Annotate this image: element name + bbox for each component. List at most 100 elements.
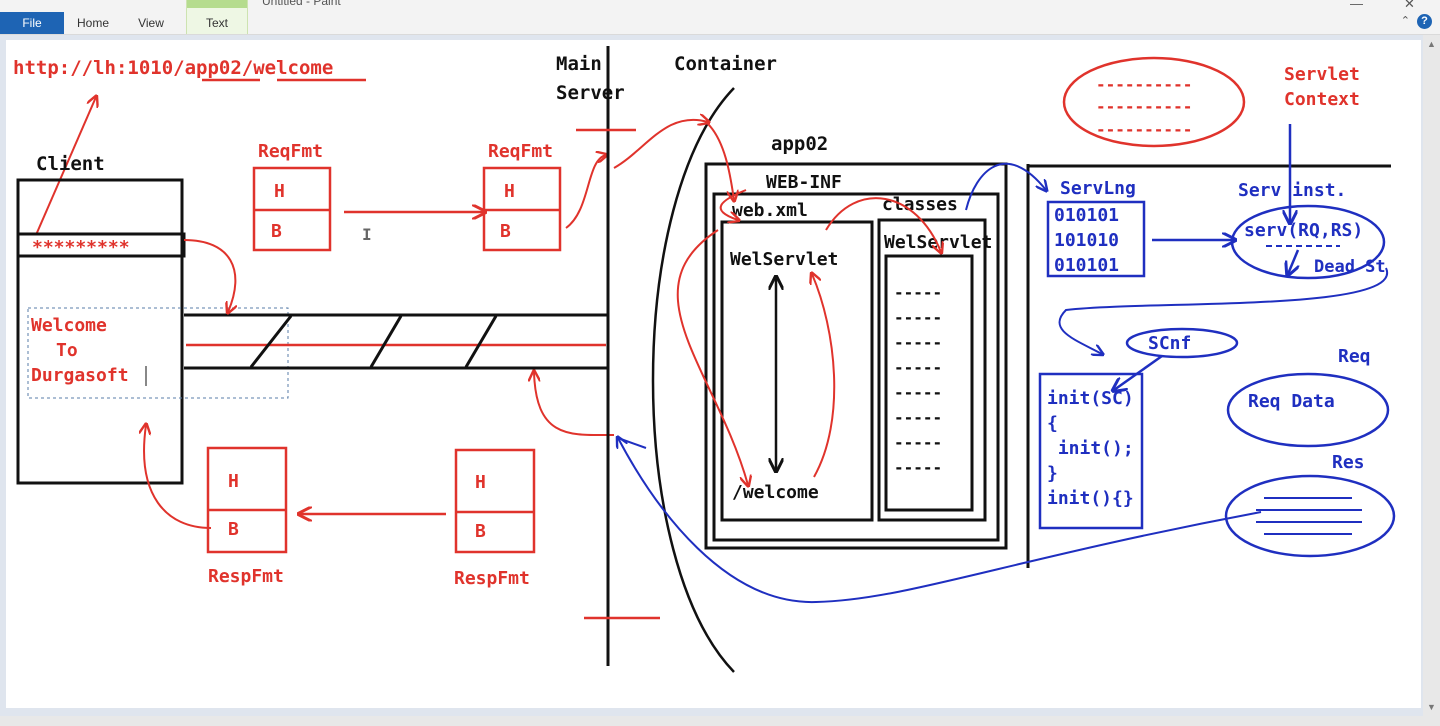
arrow-server-to-container [613, 120, 708, 169]
app-label: app02 [771, 133, 828, 155]
arrow-to-web-inf [705, 121, 734, 200]
web-xml-servlet-name: WelServlet [730, 249, 838, 270]
resp-fmt-box-1 [206, 446, 288, 554]
class-servlet-name: WelServlet [884, 232, 992, 253]
req-label: Req [1338, 346, 1371, 367]
bytecode-line-3: 010101 [1054, 255, 1119, 276]
resp-fmt-label-2: RespFmt [454, 568, 530, 589]
svg-text:-----: ----- [894, 283, 942, 302]
init-line-5: init(){} [1047, 488, 1134, 509]
class-code-box [884, 254, 974, 512]
drawing: http://lh:1010/app02/welcome Client ****… [13, 46, 1396, 673]
class-code-lines: ----- ----- ----- ----- ----- ----- ----… [894, 283, 942, 477]
arrow-response-to-server [618, 438, 1262, 604]
arrow-to-web-xml [719, 189, 747, 220]
svg-text:-----: ----- [894, 358, 942, 377]
container-label: Container [674, 53, 777, 75]
svg-text:-----: ----- [894, 433, 942, 452]
tab-file[interactable]: File [0, 12, 64, 34]
address-stars: ********* [32, 237, 130, 258]
init-line-4: } [1047, 463, 1058, 484]
svg-text:-----: ----- [894, 308, 942, 327]
init-line-3: init(); [1047, 438, 1134, 459]
scroll-down-icon[interactable]: ▼ [1427, 702, 1436, 712]
ribbon: File Home View Text Untitled - Paint — ✕… [0, 0, 1440, 35]
paint-canvas[interactable]: http://lh:1010/app02/welcome Client ****… [6, 40, 1421, 708]
response-arrow-tail [617, 437, 647, 449]
arrow-instance-to-init [1058, 267, 1389, 354]
req-data-label: Req Data [1248, 391, 1335, 412]
serv-inst-label: Serv inst. [1238, 180, 1346, 201]
welcome-line-3: Durgasoft [31, 365, 129, 386]
servlet-instance-ellipse [1230, 204, 1386, 280]
resp-fmt-label-1: RespFmt [208, 566, 284, 587]
init-line-2: { [1047, 413, 1058, 434]
classes-label: classes [882, 194, 958, 215]
classes-box [877, 218, 987, 522]
mouse-ibeam-icon: I [362, 225, 372, 244]
res-content-lines [1256, 497, 1362, 535]
res-label: Res [1332, 452, 1365, 473]
vertical-scrollbar[interactable]: ▲ ▼ [1423, 35, 1440, 726]
svg-text:-----: ----- [894, 458, 942, 477]
web-xml-box [720, 220, 874, 522]
address-bar [16, 232, 186, 258]
welcome-line-1: Welcome [31, 315, 107, 336]
pipe-hatch-3 [464, 315, 498, 368]
svg-text:-----: ----- [894, 333, 942, 352]
web-inf-label: WEB-INF [766, 172, 842, 193]
resp-body-1: B [228, 519, 239, 540]
scroll-up-icon[interactable]: ▲ [1427, 39, 1436, 49]
req-fmt-label-2: ReqFmt [488, 141, 553, 162]
client-box [16, 178, 184, 485]
resp-fmt-box-2 [454, 448, 536, 554]
web-inf-box [712, 192, 1000, 542]
resp-header-1: H [228, 471, 239, 492]
tab-home[interactable]: Home [76, 16, 109, 30]
serv-lng-label: ServLng [1060, 178, 1136, 199]
resp-body-2: B [475, 521, 486, 542]
scnf-ellipse [1125, 327, 1239, 359]
text-tools-header [187, 0, 247, 8]
help-icon[interactable]: ? [1417, 14, 1432, 29]
req-header-1: H [274, 181, 285, 202]
url-text: http://lh:1010/app02/welcome [13, 57, 333, 79]
context-dashes-3: ---------- [1096, 120, 1192, 139]
collapse-ribbon-icon[interactable]: ⌃ [1400, 15, 1410, 27]
web-xml-label: web.xml [732, 200, 808, 221]
bytecode-line-1: 010101 [1054, 205, 1119, 226]
pipe-hatch-2 [369, 315, 403, 368]
dead-st-label: Dead St [1314, 257, 1386, 277]
arrow-req-to-server [565, 155, 606, 229]
servlet-context-label-1: Servlet [1284, 64, 1360, 85]
bytecode-box [1046, 200, 1146, 278]
req-body-1: B [271, 221, 282, 242]
init-line-1: init(SC) [1047, 388, 1134, 409]
tab-text[interactable]: Text [186, 0, 248, 34]
init-code-box [1038, 372, 1144, 530]
context-dashes-2: ---------- [1096, 97, 1192, 116]
svg-text:-----: ----- [894, 408, 942, 427]
arrow-to-url-pattern [676, 229, 748, 485]
app-box [704, 162, 1008, 550]
arrow-resp-to-client [144, 425, 212, 529]
horizontal-scrollbar[interactable] [0, 716, 1423, 726]
tab-text-label: Text [205, 16, 228, 30]
tab-view[interactable]: View [138, 16, 164, 30]
serv-call: serv(RQ,RS) [1244, 220, 1363, 241]
window-title: Untitled - Paint [262, 0, 341, 8]
minimize-button[interactable]: — [1350, 0, 1363, 11]
context-dashes-1: ---------- [1096, 75, 1192, 94]
res-ellipse [1224, 474, 1396, 558]
main-server-label-2: Server [556, 82, 625, 104]
arrow-to-url [35, 97, 96, 236]
req-body-2: B [500, 221, 511, 242]
arrow-class-to-bytecode [965, 162, 1046, 211]
arrow-to-class [825, 197, 941, 252]
arrow-up-to-servlet-name [812, 274, 836, 478]
welcome-line-2: To [56, 340, 78, 361]
client-label: Client [36, 153, 105, 175]
servlet-context-label-2: Context [1284, 89, 1360, 110]
close-button[interactable]: ✕ [1404, 0, 1415, 11]
text-selection-box[interactable] [27, 307, 289, 399]
